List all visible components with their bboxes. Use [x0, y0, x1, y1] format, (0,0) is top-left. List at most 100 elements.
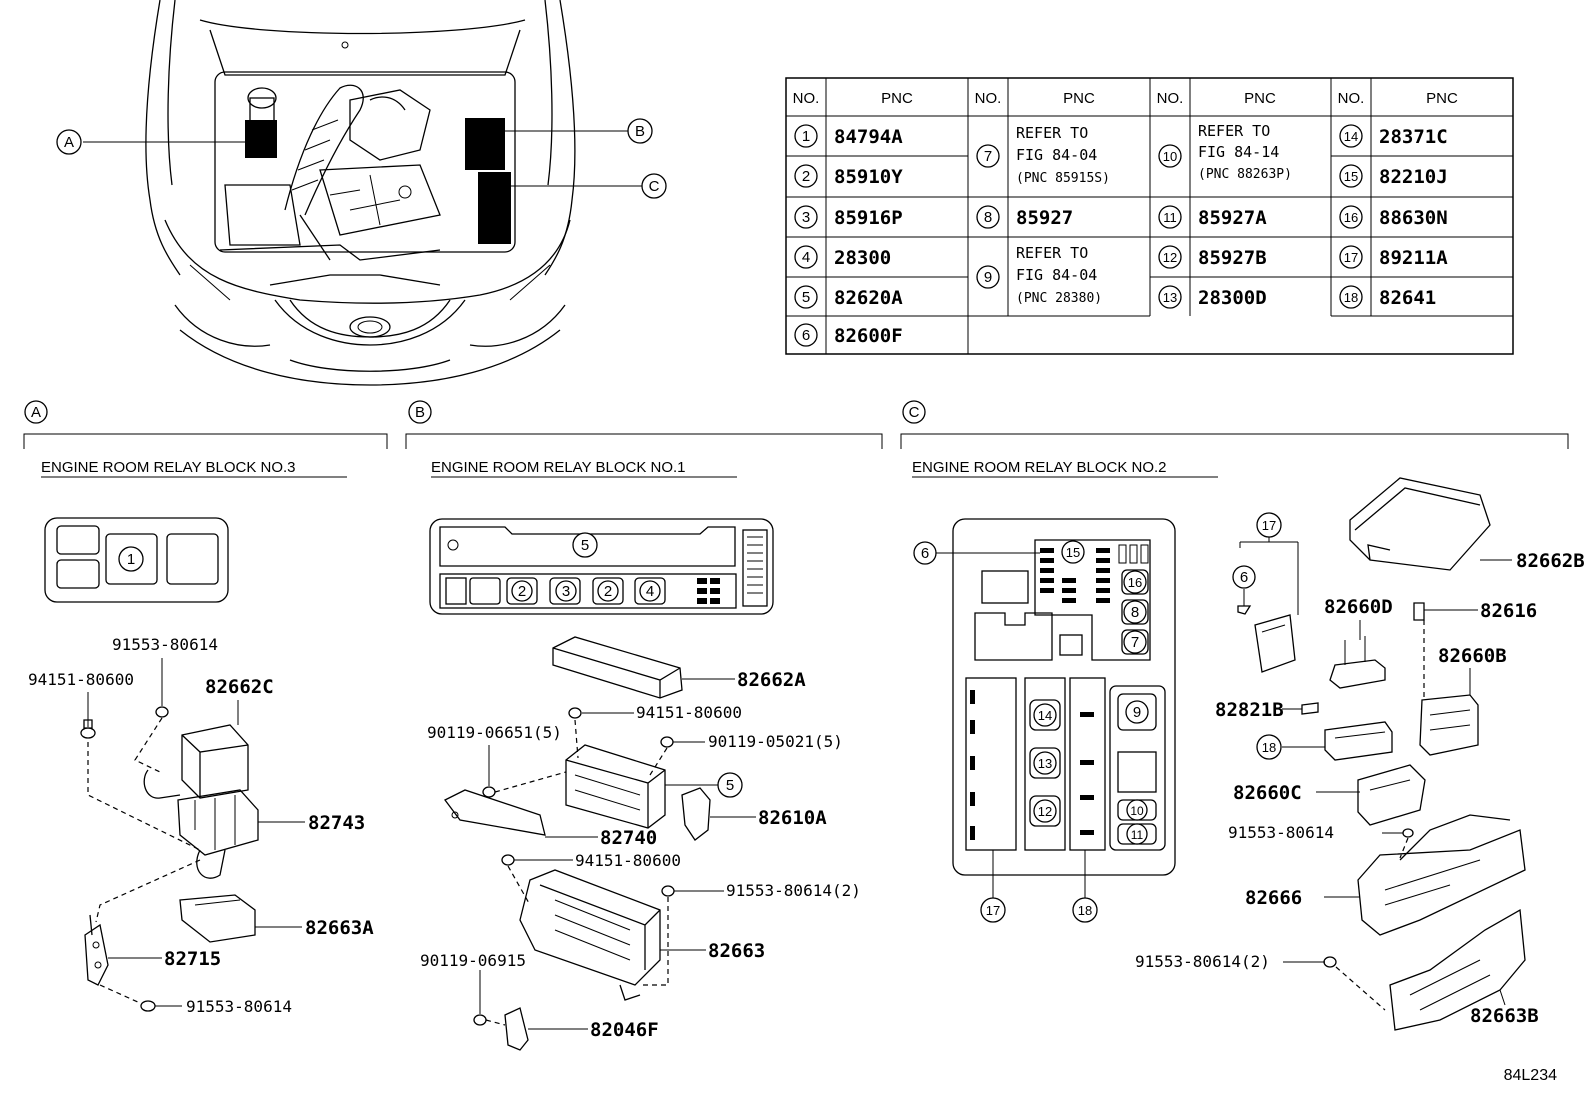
table-row: 11 85927A: [1158, 205, 1267, 229]
row-ref: REFER TO: [1016, 124, 1088, 142]
hdr-no-3: NO.: [1157, 90, 1184, 107]
row-no: 7: [984, 148, 992, 165]
c-l12: 12: [1038, 804, 1052, 819]
table-row: 16 88630N: [1339, 205, 1448, 229]
table-row: 1 84794A: [794, 124, 903, 148]
figure-code: 84L234: [1504, 1067, 1557, 1084]
section-c-title: ENGINE ROOM RELAY BLOCK NO.2: [912, 459, 1167, 476]
part-91553-80614: 91553-80614: [112, 635, 218, 654]
part-94151-80600-top: 94151-80600: [636, 703, 742, 722]
table-row: 5 82620A: [794, 285, 903, 309]
row-pnc: 85927A: [1198, 207, 1267, 229]
section-a-letter: A: [31, 404, 41, 421]
part-82663B: 82663B: [1470, 1005, 1539, 1027]
c-l14: 14: [1038, 708, 1052, 723]
row-pnc: 28300D: [1198, 287, 1267, 309]
part-91553-80614-c: 91553-80614: [1228, 823, 1334, 842]
row-no: 6: [802, 327, 810, 344]
part-82663A: 82663A: [305, 917, 374, 939]
table-row: 10 REFER TO FIG 84-14 (PNC 88263P): [1158, 122, 1292, 182]
row-pnc: 88630N: [1379, 207, 1448, 229]
b-top-c4: 4: [646, 583, 654, 600]
row-pnc: 82210J: [1379, 166, 1448, 188]
row-no: 4: [802, 249, 810, 266]
section-b-parts: 5 2 3 2 4: [420, 518, 861, 1051]
c-l10: 10: [1130, 804, 1144, 818]
row-ref: FIG 84-04: [1016, 266, 1097, 284]
row-no: 15: [1344, 169, 1358, 184]
row-ref: (PNC 28380): [1016, 291, 1102, 306]
part-90119-05021: 90119-05021(5): [708, 732, 843, 751]
part-82821B: 82821B: [1215, 699, 1284, 721]
c-callout-6: 6: [1240, 569, 1248, 586]
part-82662B: 82662B: [1516, 550, 1585, 572]
row-ref: FIG 84-04: [1016, 146, 1097, 164]
section-c-letter: C: [909, 404, 920, 421]
part-82610A: 82610A: [758, 807, 827, 829]
part-82743: 82743: [308, 812, 365, 834]
row-pnc: 84794A: [834, 126, 903, 148]
row-no: 5: [802, 289, 810, 306]
section-c-parts: 15 16 8 7 14 13 12 9 10: [913, 477, 1585, 1031]
c-callout-17: 17: [1262, 518, 1276, 533]
table-row: 7 REFER TO FIG 84-04 (PNC 85915S): [976, 124, 1110, 186]
b-top-c2a: 2: [518, 583, 526, 600]
part-82616: 82616: [1480, 600, 1537, 622]
table-row: 4 28300: [794, 245, 891, 269]
table-row: 2 85910Y: [794, 164, 903, 188]
part-82660C: 82660C: [1233, 782, 1302, 804]
pnc-table: NO. PNC NO. PNC NO. PNC NO. PNC 1 84794A…: [785, 77, 1514, 355]
c-l15: 15: [1066, 545, 1080, 560]
engine-bay-illustration: A B C: [56, 0, 667, 386]
table-row: 17 89211A: [1339, 245, 1448, 269]
callout-a: A: [64, 134, 74, 151]
c-l11: 11: [1131, 828, 1144, 842]
row-no: 18: [1344, 290, 1358, 305]
b-top-c2b: 2: [604, 583, 612, 600]
part-91553-80614-2-c: 91553-80614(2): [1135, 952, 1270, 971]
c-l13: 13: [1038, 756, 1052, 771]
table-row: 15 82210J: [1339, 164, 1448, 188]
row-no: 13: [1163, 290, 1177, 305]
section-b-letter: B: [415, 404, 425, 421]
row-no: 17: [1344, 250, 1358, 265]
b-top-c5: 5: [581, 537, 589, 554]
hdr-pnc-1: PNC: [881, 90, 913, 107]
row-pnc: 28371C: [1379, 126, 1448, 148]
section-a-title: ENGINE ROOM RELAY BLOCK NO.3: [41, 459, 296, 476]
row-no: 2: [802, 168, 810, 185]
row-pnc: 89211A: [1379, 247, 1448, 269]
row-ref: (PNC 88263P): [1198, 167, 1292, 182]
c-l8: 8: [1131, 604, 1139, 621]
c-l9: 9: [1133, 704, 1141, 721]
row-no: 11: [1163, 210, 1177, 225]
part-82662A: 82662A: [737, 669, 806, 691]
hdr-no-2: NO.: [975, 90, 1002, 107]
hdr-no-4: NO.: [1338, 90, 1365, 107]
row-ref: REFER TO: [1016, 244, 1088, 262]
row-no: 8: [984, 209, 992, 226]
part-94151-80600: 94151-80600: [28, 670, 134, 689]
hdr-pnc-2: PNC: [1063, 90, 1095, 107]
section-a-parts: 1 91553-80614 94151-80600 82662C: [28, 517, 374, 1016]
part-82663: 82663: [708, 940, 765, 962]
a-top-circle: 1: [127, 551, 135, 568]
part-82660D: 82660D: [1324, 596, 1393, 618]
row-no: 14: [1344, 129, 1358, 144]
c-l6: 6: [921, 545, 929, 562]
table-row: 3 85916P: [794, 205, 903, 229]
row-pnc: 28300: [834, 247, 891, 269]
row-pnc: 85910Y: [834, 166, 903, 188]
c-l18: 18: [1078, 903, 1092, 918]
row-ref: FIG 84-14: [1198, 143, 1279, 161]
c-l16: 16: [1128, 575, 1142, 590]
part-94151-80600-bottom: 94151-80600: [575, 851, 681, 870]
row-ref: (PNC 85915S): [1016, 171, 1110, 186]
c-l17: 17: [986, 903, 1000, 918]
part-90119-06651: 90119-06651(5): [427, 723, 562, 742]
table-row: 9 REFER TO FIG 84-04 (PNC 28380): [976, 244, 1102, 306]
callout-c: C: [649, 178, 660, 195]
row-pnc: 82641: [1379, 287, 1436, 309]
table-row: 14 28371C: [1339, 124, 1448, 148]
